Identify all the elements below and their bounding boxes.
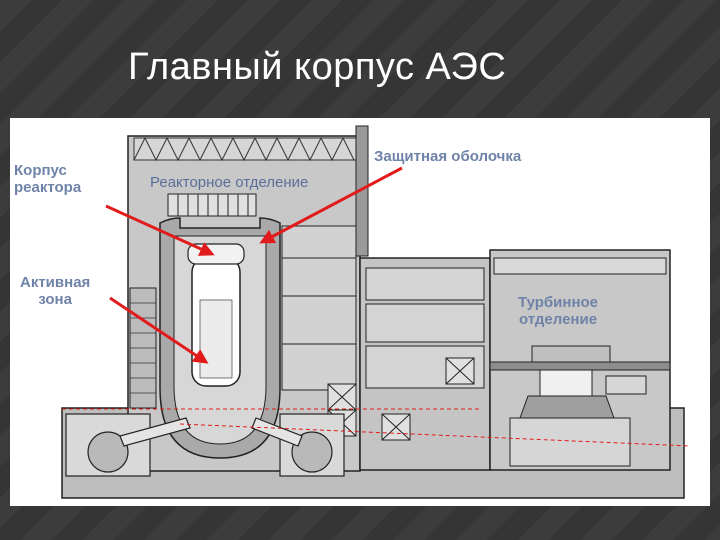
- turbine-floor: [489, 361, 671, 371]
- pump-left-icon: [87, 431, 129, 473]
- turbine-crane: [493, 257, 667, 275]
- arrow-reactor-vessel: [105, 204, 215, 256]
- label-turbine-department: Турбинное отделение: [518, 294, 599, 328]
- npp-main-building-diagram: Корпус реактора Активная зона Защитная о…: [10, 118, 710, 506]
- slide-title: Главный корпус АЭС: [128, 46, 507, 88]
- label-reactor-department: Реакторное отделение: [150, 174, 309, 191]
- label-containment: Защитная оболочка: [374, 148, 522, 165]
- turbine-generator: [519, 345, 647, 419]
- arrow-active-zone: [109, 296, 209, 364]
- circulation-pipes: [119, 417, 303, 447]
- pump-right-icon: [291, 431, 333, 473]
- label-active-zone: Активная зона: [20, 274, 91, 308]
- level-lines: [62, 408, 691, 447]
- condenser: [509, 417, 631, 467]
- reactor-core: [199, 299, 233, 379]
- arrow-containment: [259, 166, 403, 244]
- roof-truss: [133, 136, 357, 162]
- polar-crane: [167, 193, 257, 217]
- building-cross-section: [61, 125, 691, 499]
- reactor-side-rooms: [281, 225, 357, 391]
- label-reactor-vessel: Корпус реактора: [14, 162, 82, 196]
